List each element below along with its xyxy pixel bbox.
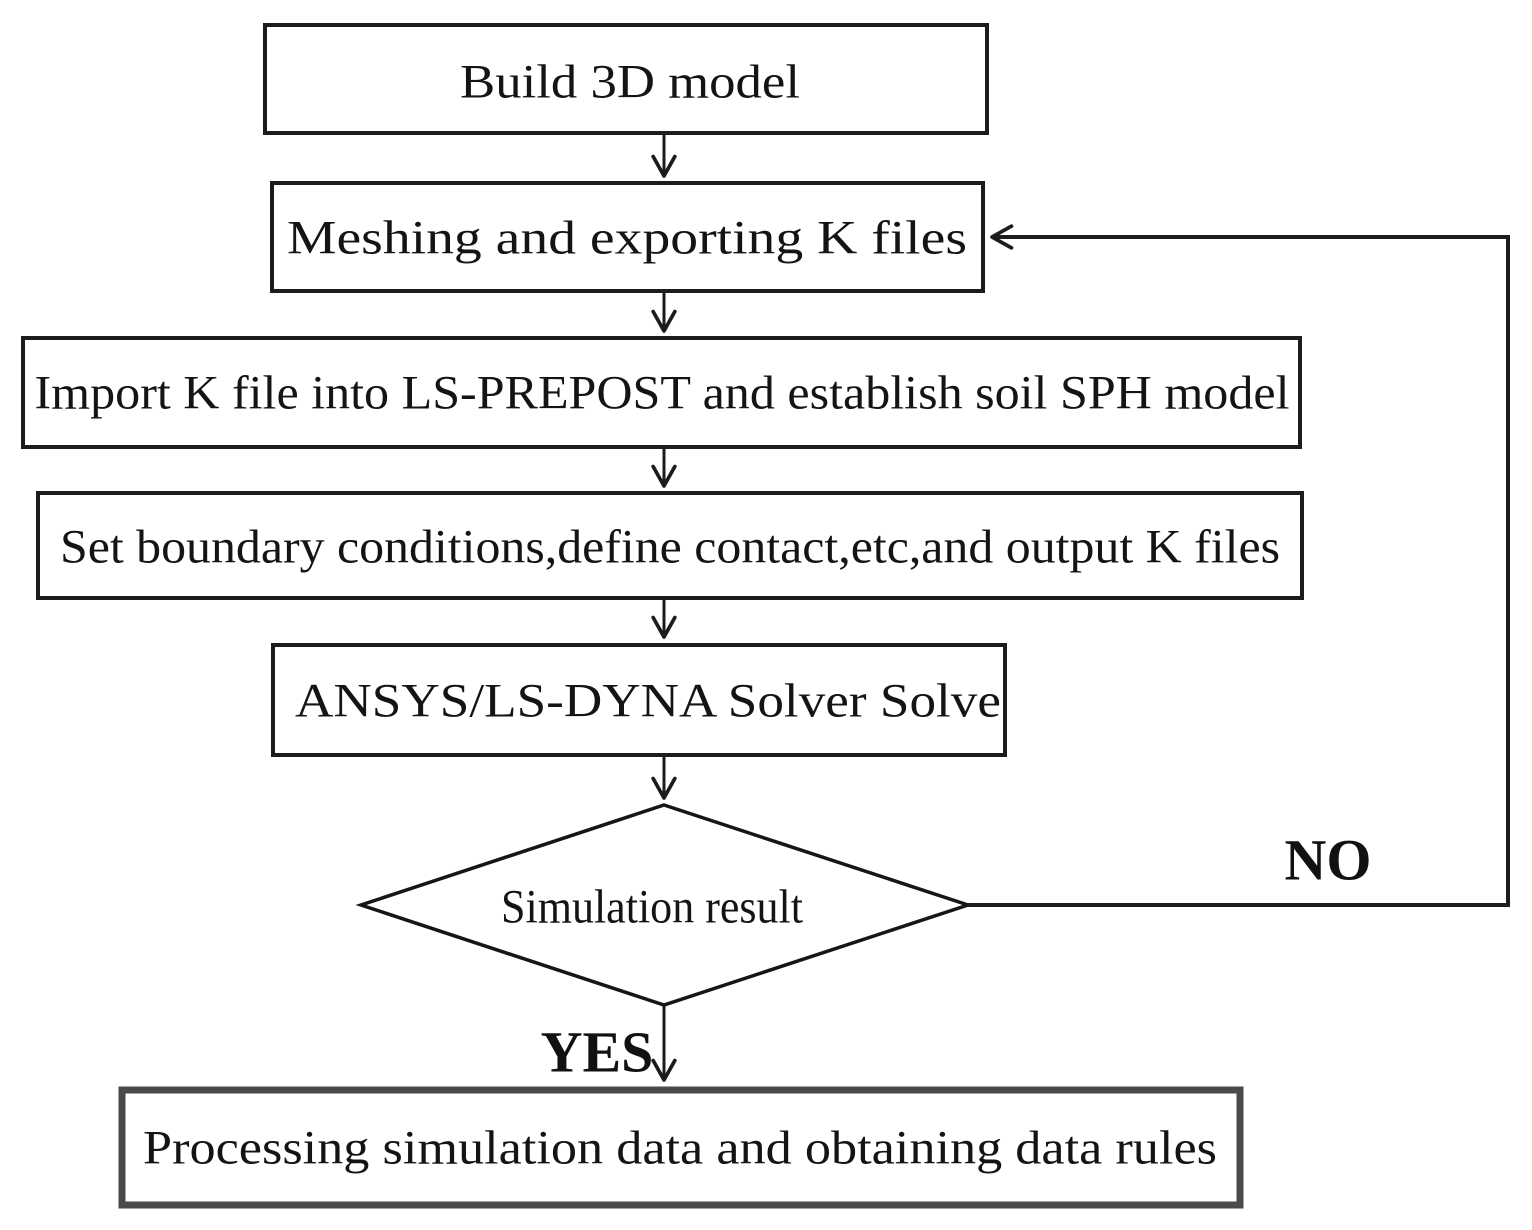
process-label-build-3d-model: Build 3D model [460,56,800,109]
process-box-solver [271,643,1007,757]
process-label-boundary-conditions: Set boundary conditions,define contact,e… [60,521,1280,574]
decision-label-simulation-result: Simulation result [501,881,804,934]
process-box-import-k-file [21,336,1302,449]
process-box-build-3d-model [263,23,989,135]
process-label-solver: ANSYS/LS-DYNA Solver Solve [295,675,1001,728]
process-label-meshing: Meshing and exporting K files [287,212,967,265]
process-label-import-k-file: Import K file into LS-PREPOST and establ… [35,367,1290,420]
process-label-processing-data: Processing simulation data and obtaining… [143,1122,1217,1175]
process-box-processing-data [118,1086,1244,1209]
edge-label-yes: YES [541,1020,654,1085]
process-box-boundary-conditions [36,491,1304,600]
decision-diamond-simulation-result [355,803,974,1007]
process-box-meshing [270,181,985,293]
edge-no-feedback-line [968,224,1510,907]
edge-label-no: NO [1285,828,1372,893]
